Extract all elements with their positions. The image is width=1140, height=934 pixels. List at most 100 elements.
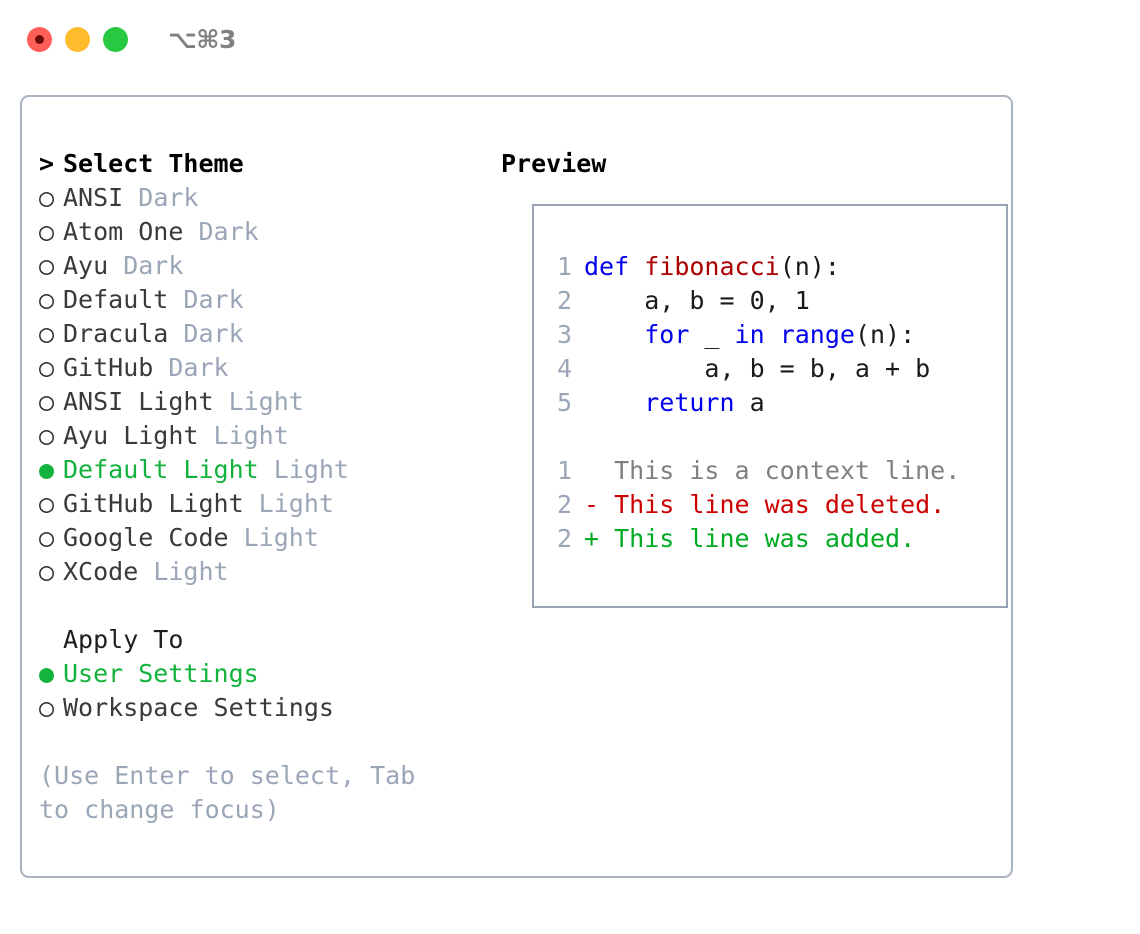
code-line: 3 for _ in range(n): [546, 318, 960, 352]
radio-unselected-icon: ○ [39, 217, 55, 246]
code-token: range [779, 320, 855, 349]
line-number: 1 [556, 456, 572, 485]
focus-marker-icon: > [39, 149, 55, 178]
theme-option-label: ANSI Light [63, 387, 214, 416]
diff-line-text: - This line was deleted. [584, 490, 946, 519]
theme-option-ansi-light[interactable]: ○ANSI Light Light [39, 385, 479, 419]
line-number: 3 [556, 320, 572, 349]
radio-unselected-icon: ○ [39, 183, 55, 212]
theme-option-label: Dracula [63, 319, 169, 348]
theme-variant-badge: Light [258, 455, 349, 484]
theme-option-label: XCode [63, 557, 139, 586]
theme-option-label: Ayu Light [63, 421, 199, 450]
theme-option-default[interactable]: ○ Default Dark [39, 283, 479, 317]
code-token: (n): [854, 320, 916, 349]
diff-line-del: 2 - This line was deleted. [546, 488, 960, 522]
theme-option-label: Google Code [63, 523, 229, 552]
line-number: 2 [556, 286, 572, 315]
theme-option-label: Atom One [63, 217, 184, 246]
apply-to-label: Apply To [63, 625, 184, 654]
theme-option-label: Default [63, 285, 169, 314]
theme-option-ayu-light[interactable]: ○Ayu Light Light [39, 419, 479, 453]
radio-unselected-icon: ○ [39, 489, 55, 518]
code-line: 2 a, b = 0, 1 [546, 284, 960, 318]
theme-variant-badge: Dark [153, 353, 229, 382]
close-button[interactable] [27, 26, 52, 52]
theme-variant-badge: Dark [168, 285, 244, 314]
theme-option-label: GitHub Light [63, 489, 244, 518]
theme-option-ayu[interactable]: ○Ayu Dark [39, 249, 479, 283]
line-number: 4 [556, 354, 572, 383]
theme-option-label: Default Light [63, 455, 259, 484]
radio-unselected-icon: ○ [39, 285, 55, 314]
radio-unselected-icon: ○ [39, 421, 55, 450]
preview-heading: Preview [501, 149, 607, 178]
theme-option-atom-one[interactable]: ○ Atom One Dark [39, 215, 479, 249]
apply-to-option-label: Workspace Settings [63, 693, 334, 722]
radio-selected-icon: ● [39, 455, 55, 484]
window-controls [27, 26, 128, 52]
select-theme-label: Select Theme [63, 149, 244, 178]
theme-list-column: >Select Theme ○ANSI Dark○Atom One Dark○A… [39, 147, 479, 827]
theme-option-dracula[interactable]: ○ Dracula Dark [39, 317, 479, 351]
code-token: fibonacci [644, 252, 780, 281]
theme-variant-badge: Dark [123, 183, 199, 212]
code-token: _ [689, 320, 735, 349]
code-token: def [584, 252, 645, 281]
theme-variant-badge: Dark [108, 251, 184, 280]
code-line: 5 return a [546, 386, 960, 420]
code-blank-line [546, 420, 960, 454]
code-token: a, b = b, a + b [584, 354, 931, 383]
close-icon [35, 34, 44, 44]
theme-option-label: Ayu [63, 251, 109, 280]
keyboard-hint-text: (Use Enter to select, Tab to change focu… [39, 761, 431, 824]
theme-variant-badge: Dark [168, 319, 244, 348]
line-number: 2 [556, 490, 572, 519]
diff-line-text: + This line was added. [584, 524, 916, 553]
diff-line-text: This is a context line. [584, 456, 961, 485]
code-token [584, 388, 644, 417]
theme-option-google-code[interactable]: ○Google Code Light [39, 521, 479, 555]
maximize-button[interactable] [103, 26, 128, 52]
theme-variant-badge: Dark [183, 217, 259, 246]
radio-unselected-icon: ○ [39, 353, 55, 382]
theme-variant-badge: Light [138, 557, 229, 586]
theme-option-github-light[interactable]: ○ GitHub Light Light [39, 487, 479, 521]
code-token: a [734, 388, 765, 417]
theme-option-list: ○ANSI Dark○Atom One Dark○Ayu Dark○Defaul… [39, 181, 479, 589]
code-token: (n): [779, 252, 840, 281]
theme-picker-panel: >Select Theme ○ANSI Dark○Atom One Dark○A… [20, 95, 1013, 878]
select-theme-heading: > Select Theme [39, 147, 479, 181]
radio-unselected-icon: ○ [39, 693, 55, 722]
code-token [584, 320, 644, 349]
apply-to-option-list: ● User Settings ○ Workspace Settings [39, 657, 479, 725]
theme-option-label: GitHub [63, 353, 154, 382]
radio-unselected-icon: ○ [39, 319, 55, 348]
hint-spacer [39, 725, 479, 759]
apply-to-option-workspace-settings[interactable]: ○ Workspace Settings [39, 691, 479, 725]
code-token: return [644, 388, 735, 417]
theme-option-ansi[interactable]: ○ANSI Dark [39, 181, 479, 215]
radio-selected-icon: ● [39, 659, 55, 688]
theme-variant-badge: Light [228, 523, 319, 552]
apply-to-option-user-settings[interactable]: ● User Settings [39, 657, 479, 691]
theme-variant-badge: Light [213, 387, 304, 416]
theme-option-default-light[interactable]: ● Default Light Light [39, 453, 479, 487]
code-token: in [734, 320, 780, 349]
window-titlebar: ⌥⌘3 [0, 0, 1140, 78]
minimize-button[interactable] [65, 26, 90, 52]
radio-unselected-icon: ○ [39, 557, 55, 586]
code-line: 1 def fibonacci(n): [546, 250, 960, 284]
section-spacer [39, 589, 479, 623]
code-token: a, b = 0, 1 [584, 286, 810, 315]
diff-line-ctx: 1 This is a context line. [546, 454, 960, 488]
theme-variant-badge: Light [243, 489, 334, 518]
line-number: 2 [556, 524, 572, 553]
apply-to-option-label: User Settings [63, 659, 259, 688]
theme-option-xcode[interactable]: ○ XCode Light [39, 555, 479, 589]
theme-option-github[interactable]: ○ GitHub Dark [39, 351, 479, 385]
line-number: 1 [556, 252, 572, 281]
